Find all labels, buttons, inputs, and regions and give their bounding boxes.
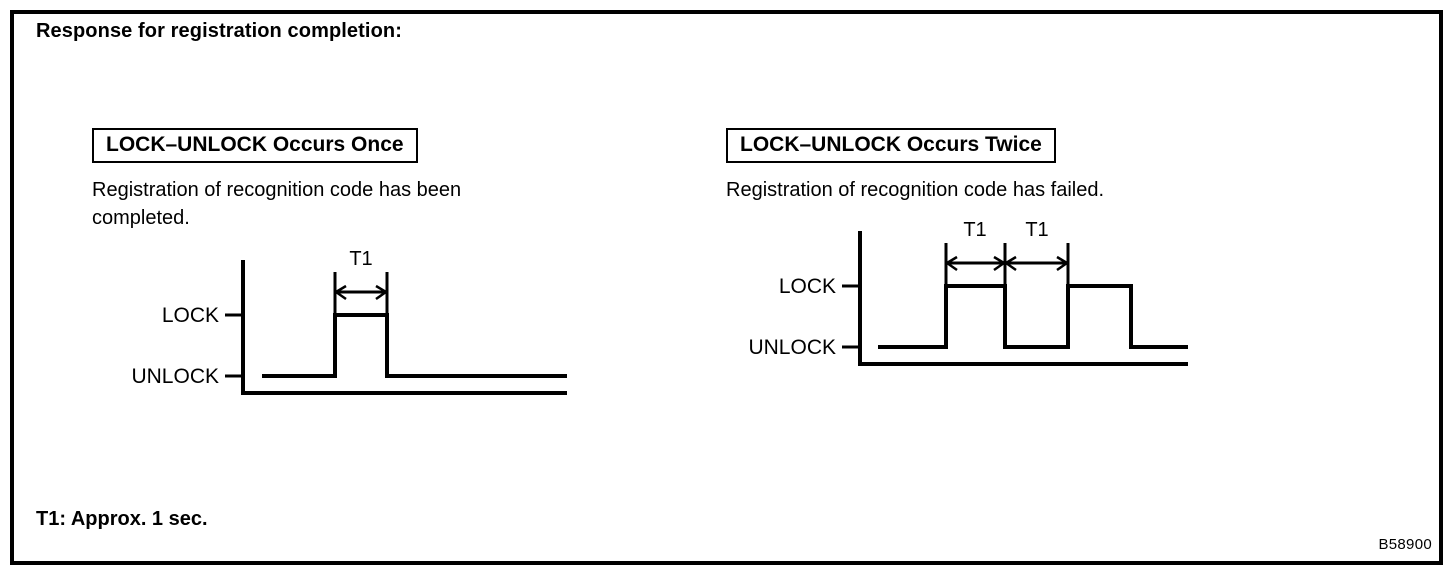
waveform-diagram-twice: LOCK UNLOCK [726,214,1246,374]
t1-arrow-first [944,256,1007,272]
waveform-diagram-once: LOCK UNLOCK T1 [92,243,592,403]
panel-lock-unlock-twice: LOCK–UNLOCK Occurs Twice Registration of… [726,128,1246,374]
t1-arrow-second [1003,256,1070,272]
waveform-svg-twice: LOCK UNLOCK [748,219,1188,367]
panel-lock-unlock-once: LOCK–UNLOCK Occurs Once Registration of … [92,128,592,403]
waveform-svg-once: LOCK UNLOCK T1 [131,248,567,395]
t1-label-once: T1 [349,248,372,270]
panel-description-once: Registration of recognition code has bee… [92,179,462,230]
figure-border [10,10,1443,565]
lock-axis-label: LOCK [779,275,836,298]
reference-code: B58900 [1378,536,1432,553]
panel-title-box-once: LOCK–UNLOCK Occurs Once [92,128,418,164]
page-title: Response for registration completion: [36,20,402,42]
unlock-axis-label: UNLOCK [131,365,219,388]
unlock-axis-label: UNLOCK [748,336,836,359]
signal-trace-once [262,312,567,378]
panel-description-twice: Registration of recognition code has fai… [726,179,1105,202]
signal-trace-twice [878,284,1188,350]
t1-footnote: T1: Approx. 1 sec. [36,508,208,530]
lock-axis-label: LOCK [162,304,219,327]
t1-label-second: T1 [1025,219,1048,241]
t1-arrow-once [333,284,389,300]
panel-title-box-twice: LOCK–UNLOCK Occurs Twice [726,128,1056,164]
t1-label-first: T1 [963,219,986,241]
